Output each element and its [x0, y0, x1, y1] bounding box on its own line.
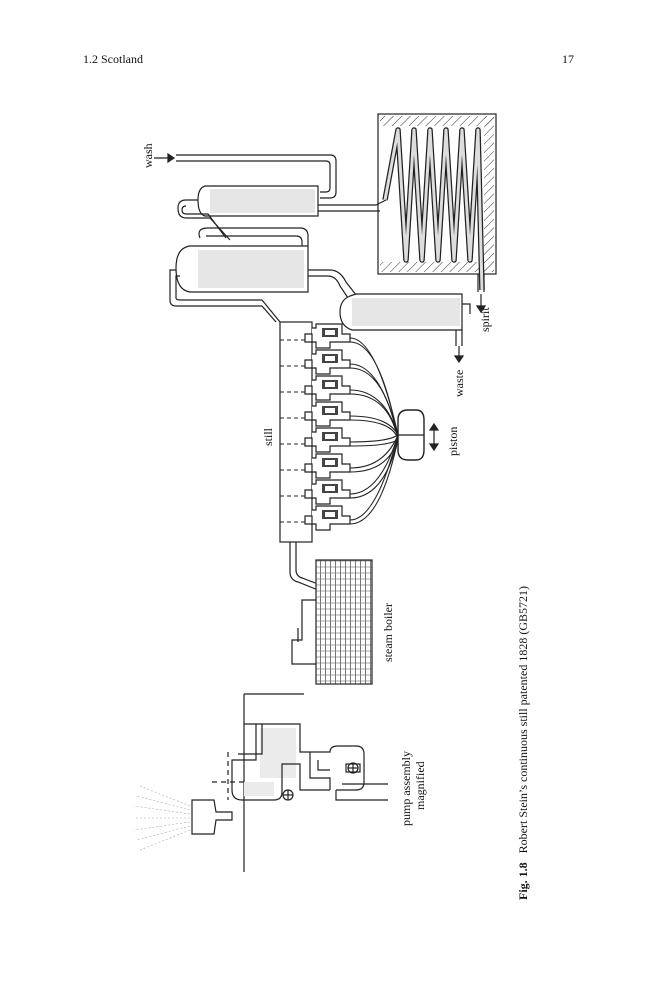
rectifier-vessel — [169, 227, 361, 307]
piston-rod — [349, 415, 399, 436]
svg-text:Fig. 1.8 Robert Stein’s: Fig. 1.8 Robert Stein’s continuous still… — [516, 586, 530, 900]
figure-caption: Fig. 1.8 Robert Stein’s continuous still… — [516, 586, 530, 900]
label-magnified: magnified — [413, 761, 427, 810]
caption-label: Fig. 1.8 — [516, 862, 530, 900]
piston-rod — [349, 438, 399, 525]
piston-assembly — [349, 337, 425, 525]
condenser — [377, 113, 497, 291]
piston-rod — [349, 434, 399, 469]
label-still: still — [261, 427, 275, 446]
wash-inlet-pipe — [176, 154, 337, 199]
label-wash: wash — [141, 143, 155, 168]
running-header-section: 1.2 Scotland — [83, 52, 143, 66]
label-steam-boiler: steam boiler — [381, 603, 395, 662]
pump-unit — [304, 401, 351, 427]
piston-rod — [349, 419, 399, 440]
label-piston: piston — [446, 427, 460, 456]
pump-unit — [304, 349, 351, 375]
pump-unit — [304, 453, 351, 479]
piston-rod — [349, 434, 399, 495]
page-number: 17 — [562, 52, 574, 66]
piston-rod — [349, 434, 399, 443]
pump-unit — [304, 323, 351, 349]
label-spirit: spirit — [478, 307, 492, 332]
spirit-receiver — [339, 274, 485, 346]
pump-unit — [304, 427, 351, 453]
label-pump-assembly: pump assembly — [399, 751, 413, 826]
boiler-feed-pipe — [289, 542, 319, 591]
label-waste: waste — [452, 370, 466, 397]
pump-unit — [304, 505, 351, 531]
piston-rod — [349, 434, 399, 521]
piston-rod — [349, 438, 399, 447]
upper-vessel — [177, 185, 387, 241]
piston-rod — [349, 389, 399, 436]
steam-boiler — [291, 559, 373, 685]
pump-assembly-magnified — [133, 693, 388, 872]
caption-text: Robert Stein’s continuous still patented… — [516, 586, 530, 853]
